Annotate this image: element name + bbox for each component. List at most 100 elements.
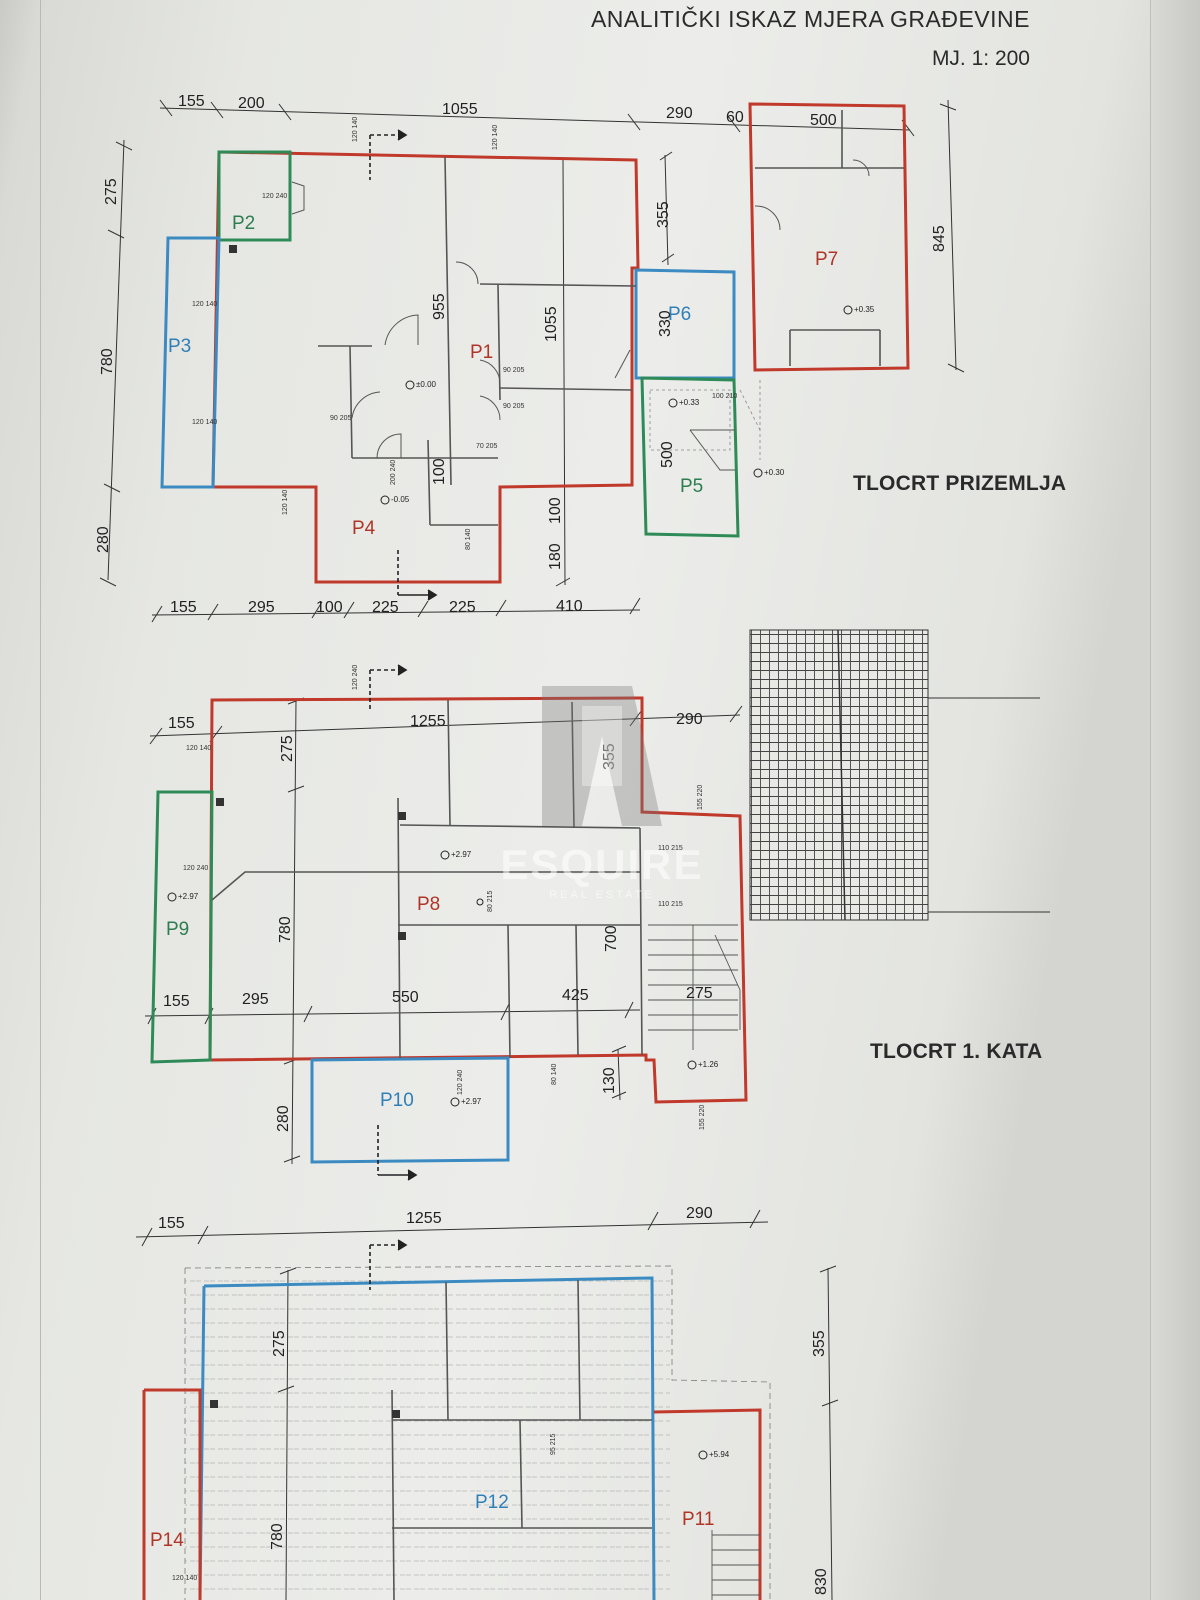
dim-label: 355 — [601, 743, 618, 770]
attic-roof-hatch — [185, 1268, 670, 1600]
opening-label: 95 215 — [550, 1433, 557, 1455]
ground-vent-marks — [229, 245, 237, 253]
level-label: +1.26 — [698, 1060, 719, 1069]
opening-label: 120 140 — [282, 490, 289, 515]
dim-label: 155 — [168, 715, 195, 732]
room-label-p8: P8 — [417, 894, 440, 915]
opening-label: 90 205 — [503, 367, 525, 374]
level-labels: ±0.00 -0.05 +0.33 +0.30 +0.35 +2.97 +2.9… — [178, 305, 875, 1459]
room-label-p2: P2 — [232, 213, 255, 234]
ground-floor-plan — [99, 99, 965, 623]
first-interior-walls — [211, 699, 643, 1059]
dim-label: 60 — [726, 109, 744, 126]
opening-label: 155 220 — [697, 785, 704, 810]
attic-floor-plan — [135, 1209, 839, 1600]
first-floor-title: TLOCRT 1. KATA — [870, 1040, 1043, 1063]
dim-label: 1055 — [543, 306, 560, 342]
opening-label: 120 140 — [352, 117, 359, 142]
level-label: +0.30 — [764, 468, 785, 477]
opening-label: 110 215 — [658, 901, 683, 908]
ground-door-swings — [291, 159, 870, 471]
dim-label: 780 — [277, 916, 294, 943]
dim-label: 280 — [95, 526, 112, 553]
opening-label: 120 140 — [192, 419, 217, 426]
first-section-marks — [369, 664, 418, 1181]
room-label-p11: P11 — [682, 1509, 714, 1530]
dim-label: 275 — [271, 1330, 288, 1357]
dim-label: 130 — [601, 1067, 618, 1094]
opening-label: 70 205 — [476, 443, 498, 450]
dim-label: 295 — [242, 991, 269, 1008]
opening-label: 120 240 — [352, 665, 359, 690]
dim-label: 1255 — [406, 1210, 442, 1227]
dim-label: 100 — [547, 497, 564, 524]
dim-label: 290 — [676, 711, 703, 728]
dim-label: 275 — [686, 985, 713, 1002]
dim-label: 780 — [269, 1523, 286, 1550]
dim-label: 355 — [655, 201, 672, 228]
dim-label: 700 — [603, 925, 620, 952]
dim-label: 155 — [170, 599, 197, 616]
document-scale: MJ. 1: 200 — [931, 47, 1030, 70]
dim-label: 275 — [279, 735, 296, 762]
opening-label: 80 140 — [551, 1063, 558, 1085]
dim-label: 845 — [931, 225, 948, 252]
dim-label: 1055 — [442, 101, 478, 118]
ground-floor-title: TLOCRT PRIZEMLJA — [853, 472, 1067, 495]
dim-label: 1255 — [410, 713, 446, 730]
opening-label: 120 140 — [192, 301, 217, 308]
room-labels: P2 P3 P1 P4 P6 P5 P7 P8 P9 P10 P12 P11 P… — [150, 213, 838, 1551]
room-label-p5: P5 — [680, 476, 703, 497]
dim-label: 100 — [316, 599, 343, 616]
room-label-p3: P3 — [168, 336, 191, 357]
dim-label: 330 — [657, 310, 674, 337]
level-label: +2.97 — [178, 892, 199, 901]
opening-label: 90 205 — [330, 415, 352, 422]
next-page-edge — [1150, 0, 1200, 1600]
opening-label: 120 240 — [457, 1070, 464, 1095]
dim-label: 355 — [811, 1330, 828, 1357]
opening-label: 80 140 — [465, 528, 472, 550]
opening-label: 120 140 — [186, 745, 211, 752]
dim-label: 225 — [449, 599, 476, 616]
level-label: +2.97 — [451, 850, 472, 859]
dim-label: 295 — [248, 599, 275, 616]
room-label-p7: P7 — [815, 249, 838, 270]
first-walls — [150, 696, 748, 1164]
room-label-p1: P1 — [470, 342, 493, 363]
opening-size-labels: 120 140 120 140 120 240 120 140 120 140 … — [172, 117, 737, 1582]
dim-label: 500 — [659, 441, 676, 468]
dim-label: 180 — [547, 543, 564, 570]
first-floor-plan — [144, 629, 1050, 1181]
room-label-p9: P9 — [166, 919, 189, 940]
first-roof-tiles — [749, 629, 1050, 921]
room-label-p12: P12 — [475, 1492, 509, 1513]
attic-walls — [142, 1276, 762, 1600]
dim-label: 780 — [99, 348, 116, 375]
dim-label: 410 — [556, 598, 583, 615]
dim-label: 155 — [178, 93, 205, 110]
opening-label: 200 240 — [390, 460, 397, 485]
dim-label: 155 — [163, 993, 190, 1010]
level-label: +2.97 — [461, 1097, 482, 1106]
opening-label: 90 205 — [503, 403, 525, 410]
attic-interior-walls — [391, 1279, 652, 1600]
document-title: ANALITIČKI ISKAZ MJERA GRAĐEVINE — [590, 6, 1030, 32]
attic-level-markers — [698, 1450, 708, 1460]
dim-label: 830 — [813, 1568, 830, 1595]
dim-label: 280 — [275, 1105, 292, 1132]
ground-walls — [160, 102, 910, 584]
dim-label: 425 — [562, 987, 589, 1004]
opening-label: 155 220 — [699, 1105, 706, 1130]
dim-label: 290 — [666, 105, 693, 122]
attic-roof-outline — [184, 1265, 771, 1600]
ground-dimension-lines — [99, 99, 965, 623]
attic-section-marks — [369, 1239, 408, 1290]
dim-label: 290 — [686, 1205, 713, 1222]
level-label: -0.05 — [391, 495, 410, 504]
dimension-labels: 155 200 1055 290 60 500 275 780 280 955 … — [95, 93, 948, 1595]
opening-label: 120 140 — [172, 1575, 197, 1582]
opening-label: 120 240 — [262, 193, 287, 200]
first-stairs — [648, 924, 741, 1050]
page-edge — [40, 0, 1151, 1600]
